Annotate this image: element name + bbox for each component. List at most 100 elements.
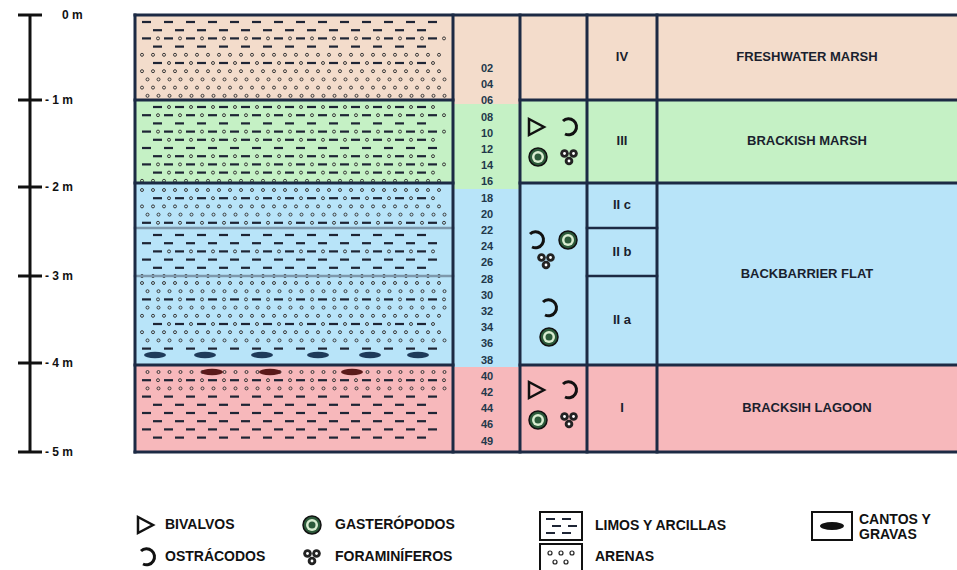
sand-dot xyxy=(322,78,325,81)
sand-dot xyxy=(410,323,413,326)
silt-dash xyxy=(351,106,360,108)
sand-dot xyxy=(421,306,424,309)
sample-number: 22 xyxy=(481,225,493,236)
sand-dot xyxy=(223,379,226,382)
sand-dot xyxy=(383,70,386,73)
sand-dot xyxy=(432,290,435,293)
sand-dot xyxy=(190,155,193,158)
sand-dot xyxy=(410,250,413,253)
foraminifera-symbol xyxy=(303,549,321,565)
silt-dash xyxy=(340,37,349,39)
sand-dot xyxy=(300,197,303,200)
silt-dash xyxy=(252,147,261,149)
silt-dash xyxy=(395,46,404,48)
silt-dash xyxy=(142,298,151,300)
silt-dash xyxy=(208,412,217,414)
silt-dash xyxy=(263,122,272,124)
scale-tick xyxy=(18,362,42,365)
sand-dot xyxy=(405,205,408,208)
scale-tick xyxy=(18,14,42,17)
sand-dot xyxy=(322,171,325,174)
sand-dot xyxy=(405,70,408,73)
sand-dot xyxy=(212,94,215,97)
sand-dot xyxy=(163,189,166,192)
silt-dash xyxy=(142,379,151,381)
sand-dot xyxy=(344,78,347,81)
silt-dash xyxy=(219,62,228,64)
silt-dash xyxy=(241,404,250,406)
silt-dash xyxy=(296,114,305,116)
silt-dash xyxy=(384,242,393,244)
sand-dot xyxy=(212,250,215,253)
silt-dash xyxy=(417,197,426,199)
sand-dot xyxy=(273,314,276,317)
sand-dot xyxy=(388,213,391,216)
legend-label: BIVALVOS xyxy=(165,517,235,532)
silt-dash xyxy=(406,222,415,224)
silt-dash xyxy=(197,172,206,174)
sand-dot xyxy=(278,62,281,65)
silt-dash xyxy=(428,412,437,414)
sand-dot xyxy=(174,331,177,334)
silt-dash xyxy=(274,259,283,261)
silt-dash xyxy=(274,21,283,23)
sand-dot xyxy=(179,379,182,382)
silt-dash xyxy=(395,29,404,31)
foraminifera-aperture xyxy=(568,160,571,163)
sand-dot xyxy=(300,387,303,390)
silt-dash xyxy=(373,197,382,199)
silt-dash xyxy=(252,222,261,224)
sand-dot xyxy=(421,298,424,301)
silt-dash xyxy=(153,172,162,174)
sand-dot xyxy=(322,213,325,216)
sand-dot xyxy=(229,70,232,73)
sand-dot xyxy=(388,306,391,309)
silt-dash xyxy=(395,122,404,124)
sand-dot xyxy=(289,114,292,117)
silt-dash xyxy=(186,259,195,261)
silt-dash xyxy=(274,37,283,39)
silt-dash xyxy=(164,259,173,261)
silt-dash xyxy=(362,298,371,300)
silt-dash xyxy=(329,46,338,48)
silt-dash xyxy=(296,348,305,350)
sand-dot xyxy=(146,213,149,216)
sand-dot xyxy=(289,78,292,81)
silt-dash xyxy=(329,234,338,236)
sand-dot xyxy=(168,371,171,374)
sand-dot xyxy=(399,213,402,216)
gravel-symbol xyxy=(144,352,166,358)
silt-dash xyxy=(241,155,250,157)
sand-dot xyxy=(410,197,413,200)
gastropod-symbol xyxy=(303,516,321,534)
silt-dash xyxy=(307,46,316,48)
sand-dot xyxy=(273,282,276,285)
sand-dot xyxy=(350,86,353,89)
sand-dot xyxy=(355,379,358,382)
silt-dash xyxy=(384,428,393,430)
sand-dot xyxy=(185,86,188,89)
sand-dot xyxy=(212,138,215,141)
lagoon-fill xyxy=(135,365,957,452)
ostracod-symbol xyxy=(543,300,557,316)
sand-dot xyxy=(262,205,265,208)
sand-dot xyxy=(190,306,193,309)
silt-dash xyxy=(208,428,217,430)
sand-dot xyxy=(190,197,193,200)
sand-dot xyxy=(223,221,226,224)
sand-dot xyxy=(168,94,171,97)
gravel-symbol xyxy=(194,352,216,358)
silt-dash xyxy=(164,114,173,116)
sand-dot xyxy=(438,53,441,56)
silt-dash xyxy=(296,147,305,149)
sand-dot xyxy=(333,37,336,40)
silt-dash xyxy=(417,106,426,108)
sand-dot xyxy=(212,155,215,158)
sand-dot xyxy=(399,130,402,133)
silt-dash xyxy=(164,298,173,300)
silt-dash xyxy=(546,532,555,534)
silt-dash xyxy=(219,122,228,124)
sand-dot xyxy=(185,314,188,317)
sand-dot xyxy=(311,163,314,166)
foraminifera-aperture xyxy=(572,415,575,418)
